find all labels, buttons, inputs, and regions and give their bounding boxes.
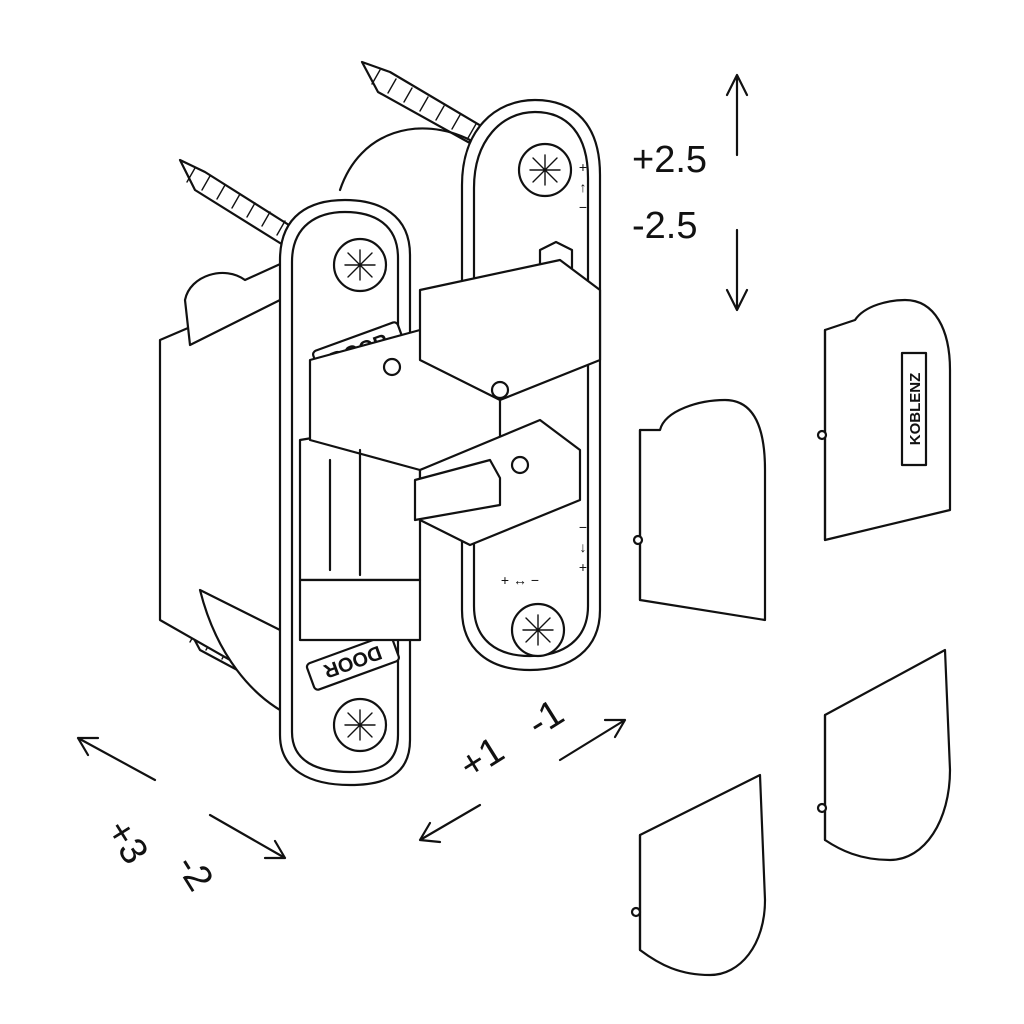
- lateral-minus-label: -2: [167, 848, 221, 899]
- hinge-mechanism: [298, 258, 602, 642]
- depth-minus-label: -1: [520, 692, 571, 746]
- vertical-arrow-up: [725, 73, 749, 157]
- brand-label: KOBLENZ: [907, 373, 924, 446]
- frame-mark-bottom-arrow: ↓: [580, 539, 587, 555]
- frame-mark-bottom-minus: −: [579, 519, 587, 535]
- cover-cap-branded: KOBLENZ: [816, 298, 952, 542]
- screw-top-left: [178, 158, 302, 250]
- frame-mark-bottom-plus: +: [579, 559, 587, 575]
- vertical-minus-label: -2.5: [632, 205, 697, 247]
- lateral-arrows: [76, 736, 287, 860]
- frame-mark-top-arrow: ↑: [580, 179, 587, 195]
- lateral-plus-label: +3: [97, 813, 156, 872]
- frame-mark-top-minus: −: [579, 199, 587, 215]
- screw-top-right: [360, 60, 500, 154]
- cover-cap-flat-right: [816, 648, 952, 862]
- frame-mark-top-plus: +: [579, 159, 587, 175]
- frame-body: [158, 127, 472, 722]
- side-mark: + ↔ −: [501, 572, 539, 588]
- vertical-arrow-down: [725, 228, 749, 312]
- vertical-plus-label: +2.5: [632, 139, 707, 181]
- cover-cap-flat-left: [630, 773, 767, 977]
- depth-arrows: [418, 718, 627, 844]
- cover-cap-large-top: [632, 398, 767, 622]
- depth-plus-label: +1: [453, 729, 512, 788]
